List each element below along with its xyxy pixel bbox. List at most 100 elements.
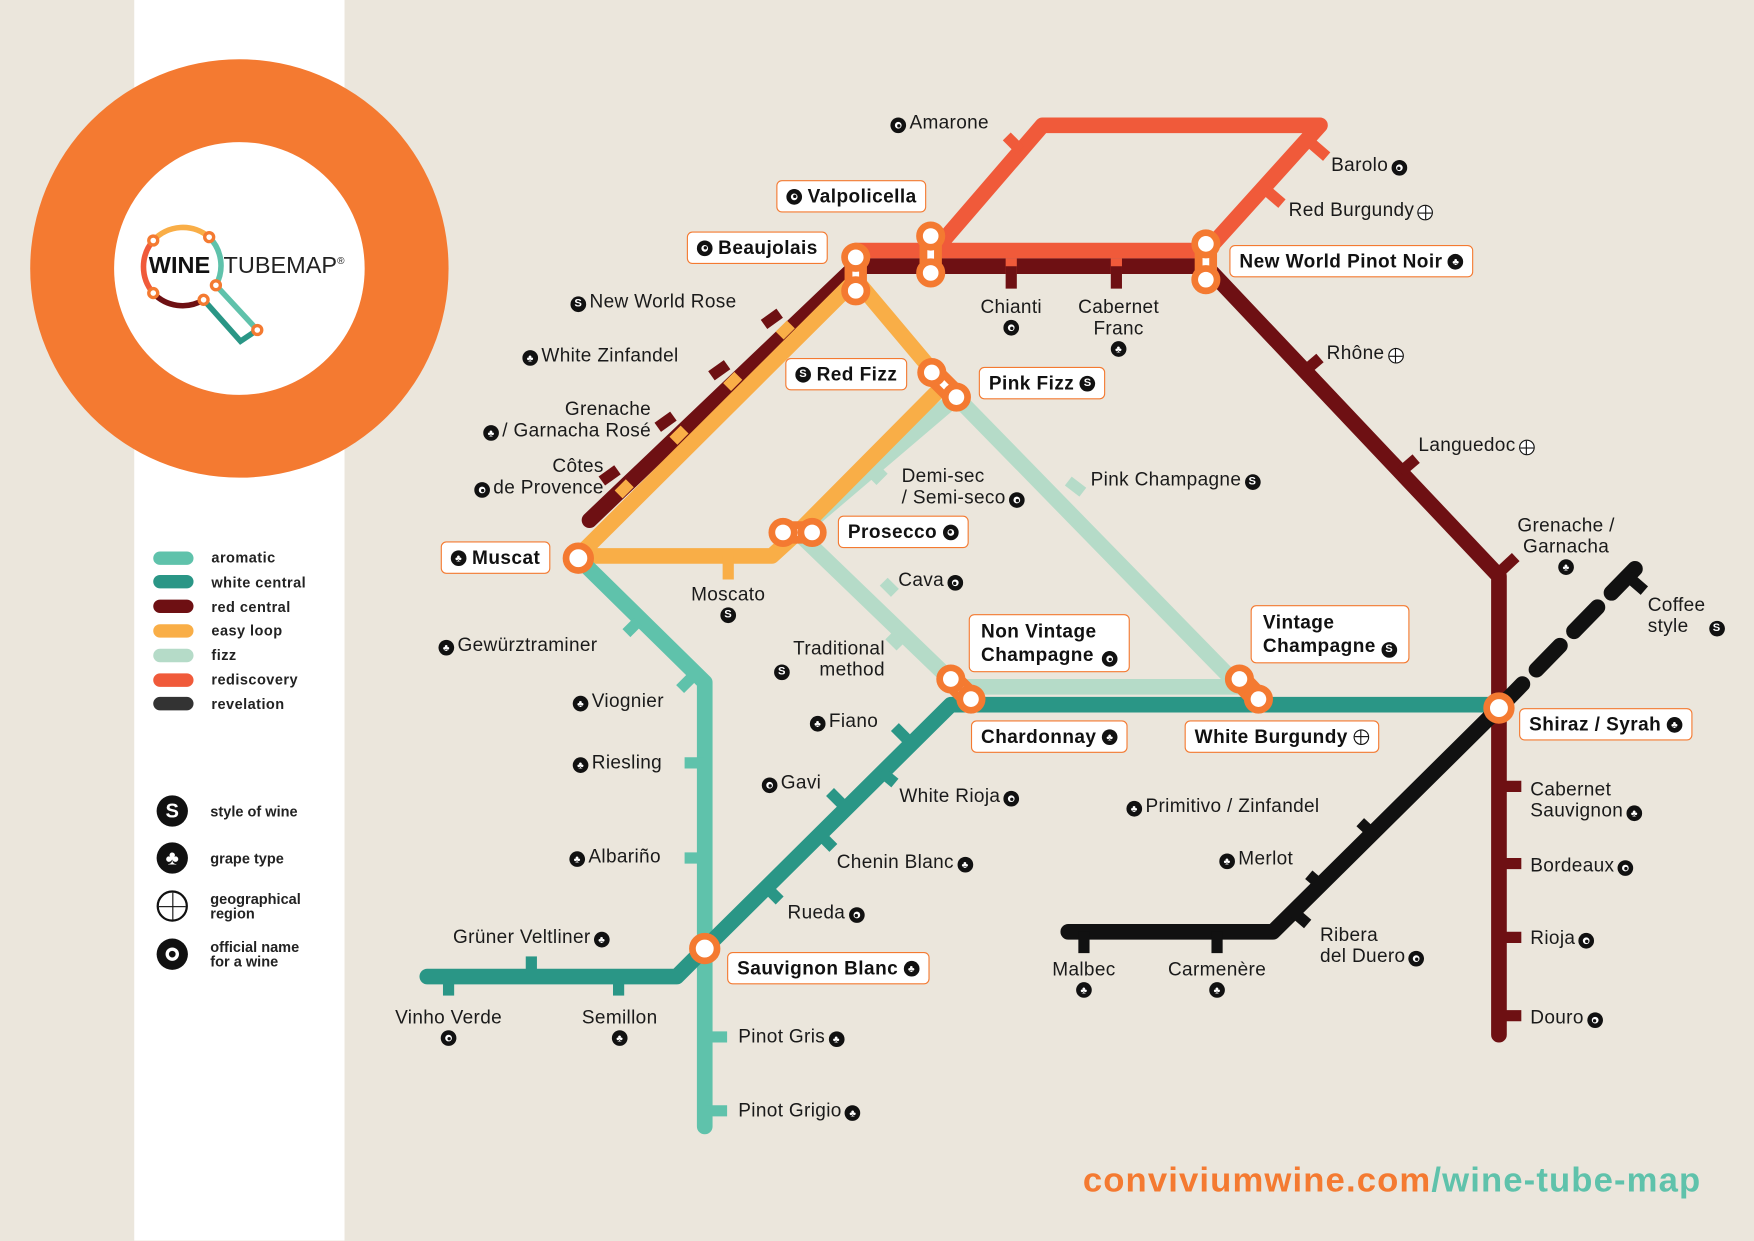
legend-label: red central [211,598,291,615]
interchange-name: Chardonnay [981,725,1097,748]
station-name: Viognier [591,690,664,712]
station-barolo[interactable]: Barolo [1331,154,1408,176]
station-rioja[interactable]: Rioja [1530,927,1595,949]
station-languedoc[interactable]: Languedoc [1418,434,1535,456]
footer-url[interactable]: conviviumwine.com/wine-tube-map [1083,1160,1702,1200]
station-chianti[interactable]: Chianti [933,296,1090,336]
official-name-icon [1578,932,1595,949]
station-merlot[interactable]: ♣Merlot [1219,848,1293,870]
station-cab-franc[interactable]: Cabernet Franc♣ [1040,296,1197,357]
grape-type-icon: ♣ [450,549,467,566]
station-name: White Rioja [899,785,1001,807]
interchange-name: Non Vintage Champagne [981,620,1097,666]
station-name: Cabernet Franc [1078,296,1160,339]
legend-swatch [153,599,194,614]
interchange-prosecco[interactable]: Prosecco [837,515,969,549]
station-name: Malbec [1052,958,1116,980]
legend-item-white-central: white central [153,574,306,590]
station-name: Demi-sec / Semi-seco [901,465,1006,508]
station-primitivo[interactable]: ♣Primitivo / Zinfandel [1126,795,1319,817]
station-albarino[interactable]: ♣Albariño [569,845,661,867]
interchange-name: Prosecco [847,521,938,543]
official-name-icon [1587,1012,1603,1029]
footer-path[interactable]: /wine-tube-map [1431,1160,1702,1200]
legend-item-revelation: revelation [153,695,285,713]
station-grenache[interactable]: Grenache / Garnacha♣ [1488,515,1645,575]
legend-swatch [153,624,194,638]
station-pinot-gris[interactable]: Pinot Gris♣ [738,1026,845,1048]
station-fiano[interactable]: ♣Fiano [809,710,879,732]
station-carmenere[interactable]: Carmenère♣ [1139,959,1296,998]
station-white-rioja[interactable]: White Rioja [899,785,1020,807]
grape-type-icon: ♣ [1626,805,1643,822]
station-chenin[interactable]: Chenin Blanc♣ [836,851,973,873]
interchange-nv-champagne[interactable]: Non Vintage Champagne [968,614,1131,673]
station-name: Chenin Blanc [836,851,954,873]
legend-label: revelation [211,695,285,713]
station-demi-sec[interactable]: Demi-sec / Semi-seco [902,465,1025,508]
station-douro[interactable]: Douro [1530,1007,1603,1029]
station-grenache-rose[interactable]: ♣Grenache / Garnacha Rosé [483,398,651,441]
station-cab-sauv[interactable]: Cabernet Sauvignon♣ [1530,779,1643,822]
station-red-burgundy[interactable]: Red Burgundy [1289,199,1434,221]
station-gavi[interactable]: Gavi [761,771,822,794]
official-name-icon [696,239,713,256]
station-bordeaux[interactable]: Bordeaux [1530,855,1634,876]
station-cava[interactable]: Cava [898,569,964,591]
legend-swatch [153,550,194,565]
interchange-chardonnay[interactable]: Chardonnay ♣ [970,720,1128,753]
station-name: Gavi [780,771,822,794]
line-aromatic [570,550,713,1135]
interchange-nw-pinot-noir[interactable]: New World Pinot Noir♣ [1229,244,1474,278]
grape-type-icon: ♣ [156,842,188,874]
station-malbec[interactable]: Malbec♣ [1006,959,1163,998]
logo-tubemap-text: TUBEMAP [223,252,338,279]
station-vinho-verde[interactable]: Vinho Verde [370,1007,527,1046]
station-ribera[interactable]: Ribera del Duero [1320,924,1425,967]
station-cotes[interactable]: Côtes de Provence [474,455,603,498]
station-riesling[interactable]: ♣Riesling [572,752,662,773]
station-rueda[interactable]: Rueda [788,902,865,923]
station-name: Albariño [588,845,661,867]
interchange-white-burgundy[interactable]: White Burgundy [1184,720,1380,753]
station-pinot-grigio[interactable]: Pinot Grigio♣ [738,1100,861,1121]
legend-item-red-central: red central [153,598,290,615]
footer-domain[interactable]: conviviumwine.com [1082,1160,1432,1200]
legend-item-aromatic: aromatic [153,549,275,566]
geographical-region-icon [1387,347,1404,364]
grape-type-icon: ♣ [483,425,499,441]
station-amarone[interactable]: Amarone [890,112,989,134]
station-viognier[interactable]: ♣Viognier [572,690,664,712]
geographical-region-icon [1518,439,1535,456]
interchange-name: New World Pinot Noir [1239,250,1443,272]
interchange-sauvignon-blanc[interactable]: Sauvignon Blanc♣ [727,951,930,985]
station-name: White Zinfandel [541,344,679,366]
station-rhone[interactable]: Rhône [1327,342,1404,364]
station-name: Fiano [828,710,879,732]
station-white-zin[interactable]: ♣White Zinfandel [522,345,678,366]
interchange-shiraz[interactable]: Shiraz / Syrah♣ [1519,708,1693,741]
station-gruner[interactable]: Grüner Veltliner♣ [453,926,610,948]
legend-symbol-label: official name for a wine [210,938,300,970]
station-name: Gewürztraminer [457,634,598,656]
station-semillon[interactable]: Semillon♣ [541,1007,698,1046]
interchange-muscat[interactable]: ♣Muscat [440,541,551,574]
official-name-icon [947,574,964,591]
interchange-beaujolais[interactable]: Beaujolais [686,231,828,264]
style-of-wine-icon: S [1079,375,1096,391]
legend-symbol-official: official name for a wine [156,938,300,970]
station-name: Traditional method [793,637,885,681]
station-gewurz[interactable]: ♣Gewürztraminer [438,634,598,656]
interchange-valpolicella[interactable]: Valpolicella [776,180,927,213]
grape-type-icon: ♣ [1102,728,1118,745]
